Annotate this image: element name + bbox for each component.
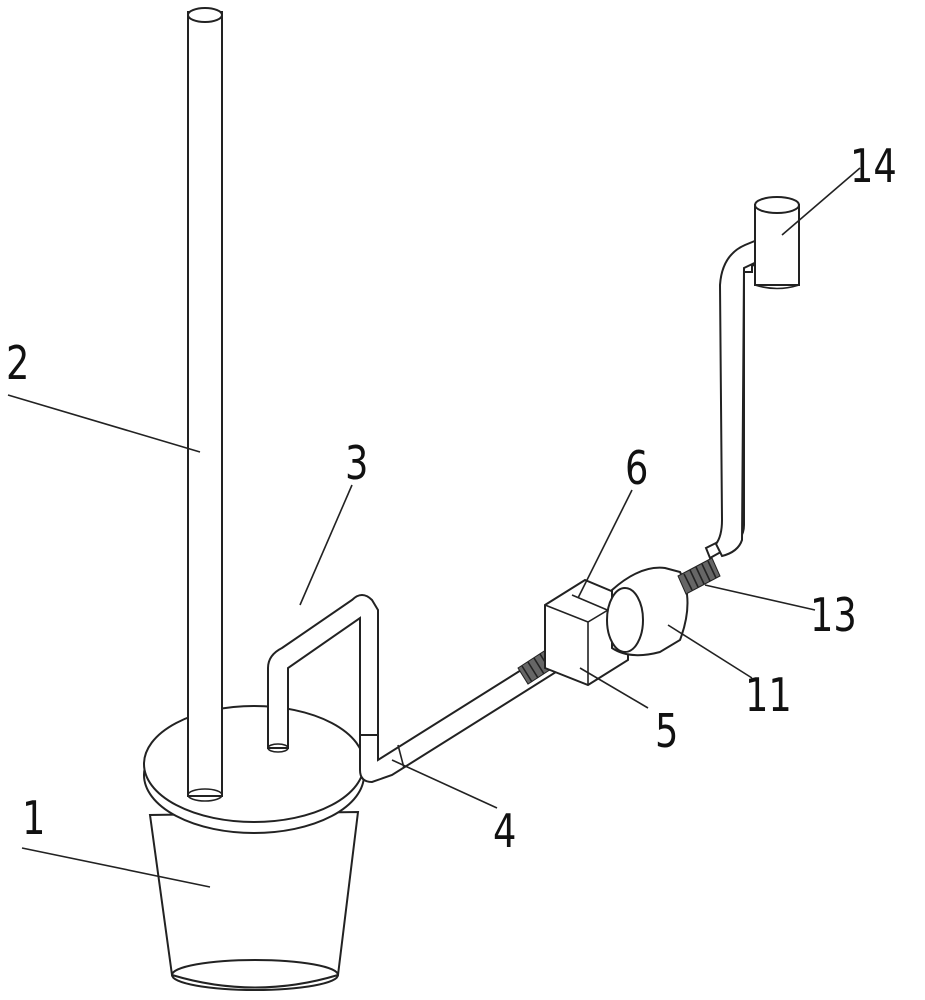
leader-lines (7, 167, 861, 888)
bucket-lid (143, 705, 365, 823)
label-1: 1 (22, 791, 46, 845)
label-3: 3 (345, 436, 369, 490)
spring-joint (677, 557, 721, 595)
connecting-pipe (359, 653, 558, 784)
label-5: 5 (655, 704, 679, 758)
bucket-body (148, 810, 360, 989)
label-11: 11 (745, 668, 792, 722)
square-block (544, 578, 629, 687)
label-4: 4 (493, 804, 517, 858)
label-13: 13 (810, 588, 857, 642)
u-pipe-end (267, 743, 289, 753)
cylinder (606, 566, 689, 657)
vertical-pipe-top (187, 7, 223, 23)
label-14: 14 (850, 139, 897, 193)
vertical-pipe-bottom (187, 788, 223, 802)
vertical-pipe (187, 11, 223, 797)
label-2: 2 (6, 336, 30, 390)
bucket-bottom (171, 959, 339, 991)
riser-pipe-body (714, 236, 767, 558)
outlet (754, 196, 800, 290)
label-6: 6 (625, 441, 649, 495)
